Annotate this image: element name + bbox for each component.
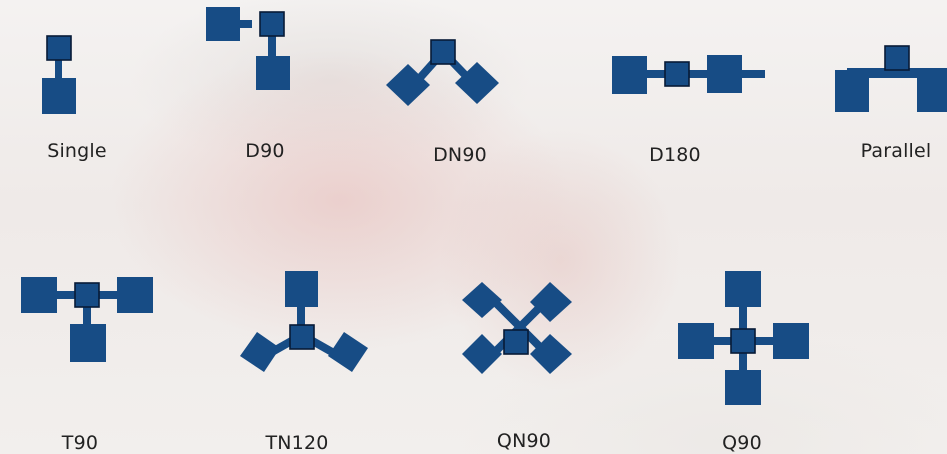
t90-diagram [21,277,153,362]
config-tn120: TN120 [232,260,368,454]
single-diagram [42,35,76,114]
dn90-diagram [386,39,499,106]
label-d90: D90 [245,140,285,162]
label-tn120: TN120 [265,432,329,454]
label-t90: T90 [61,432,99,454]
label-parallel: Parallel [860,140,932,162]
label-single: Single [47,140,107,162]
label-dn90: DN90 [433,144,487,166]
q90-diagram [678,271,809,405]
tn120-diagram [240,271,368,372]
label-q90: Q90 [722,432,762,454]
config-parallel: Parallel [817,0,947,162]
config-d90: D90 [190,0,320,162]
qn90-diagram [462,282,572,374]
label-qn90: QN90 [496,430,552,452]
config-d180: D180 [605,0,765,166]
d180-diagram [612,55,765,94]
parallel-diagram [835,45,947,112]
config-t90: T90 [15,260,153,454]
label-d180: D180 [649,144,701,166]
config-dn90: DN90 [380,0,510,166]
config-single: Single [0,0,130,162]
d90-diagram [206,7,290,90]
config-qn90: QN90 [454,270,584,452]
config-q90: Q90 [675,260,809,454]
